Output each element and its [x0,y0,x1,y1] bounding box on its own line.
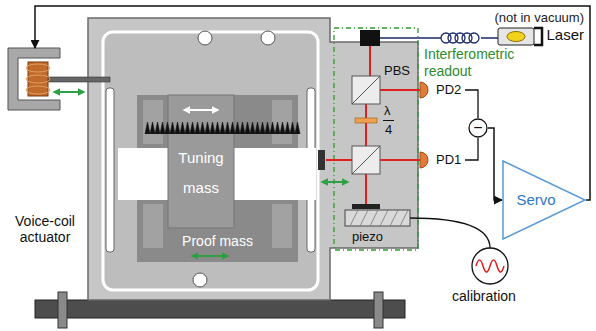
mass-block [272,100,292,144]
component-label: PBS [384,63,410,79]
coil-winding [26,75,50,83]
component-label: PD1 [436,152,461,168]
label-holder: λ [384,103,391,119]
label-holder: 4 [385,122,392,138]
flexure-hinge [261,31,275,45]
label-holder: calibration [452,288,516,304]
calibration-wire [410,218,490,248]
test-mirror [318,150,325,170]
label-holder: PBS [384,63,410,79]
beam-splitter [352,146,380,174]
voice-coil-actuator: Voice-coil actuator [8,48,62,110]
flexure-hinge [193,273,207,287]
fiber-coupler [360,30,380,46]
proof-mass: Proof mass Tuning mass [137,95,298,262]
component-label: calibration [452,288,516,304]
label-holder: Interferometric readout [424,46,544,80]
coil [28,62,48,96]
waveplate-symbol: 4 [385,122,392,138]
triangle-outline [503,161,585,239]
component-label: piezo [352,229,383,245]
circle-outline [469,119,487,137]
actuator-bracket [8,48,60,110]
label-holder: PD1 [436,152,461,168]
node-text: − [473,120,482,136]
tuning-mass-body [168,95,234,228]
housing [88,18,418,300]
coil-winding [26,86,50,94]
comb-teeth [145,122,300,134]
node-text: Voice-coil actuator [2,213,88,245]
optical-fiber [380,37,498,39]
beam-splitter-face [352,146,380,174]
reference-mirror [352,204,380,209]
fiber-coil [469,33,479,43]
node-text: Tuning mass [168,143,234,203]
mass-block [272,204,292,248]
readout-title: Interferometric readout [424,46,544,80]
label-holder: PD2 [436,82,461,98]
piezo-hatch [350,210,408,226]
photodiode [420,82,428,98]
photodiode [420,152,428,168]
flexure [106,88,114,252]
proof-mass-frame [103,32,318,290]
label-holder: piezo [352,229,383,245]
actuator-rod [48,77,110,82]
waveplate-symbol: λ [384,103,391,119]
node-text: Servo [516,191,555,209]
laser-beam [326,46,420,204]
flexure-hinge [198,31,212,45]
tuning-motion-arrow [184,109,218,111]
bolt [374,292,383,328]
laser-body [498,28,534,45]
signal-generator [472,248,508,284]
base-plate [35,300,405,318]
component-label: PD2 [436,82,461,98]
coil-winding [26,64,50,72]
beam-splitter [352,76,380,104]
bolt [58,292,67,328]
laser-mount [534,28,542,45]
mass-block [143,100,163,144]
servo-amplifier: Servo [502,160,586,240]
fraction-bar [383,120,394,121]
tuning-mass: Tuning mass [168,95,234,228]
signal-wire [488,128,502,200]
readout-boundary [334,28,418,250]
laser-cavity [507,32,525,42]
waveplate [355,118,377,123]
piezo-stack [345,210,410,226]
motion-arrow [322,181,348,183]
mass-block [143,204,163,248]
motion-arrow [54,91,84,93]
sine-wave [476,260,504,272]
motion-arrow [192,255,228,257]
node-text: Laser [486,26,586,44]
node-text: (not in vacuum) [486,10,586,26]
laser-source: (not in vacuum)Laser [486,10,586,50]
beam-splitter-face [352,76,380,104]
subtraction-node: − [468,118,488,138]
node-text: Proof mass [137,233,298,250]
